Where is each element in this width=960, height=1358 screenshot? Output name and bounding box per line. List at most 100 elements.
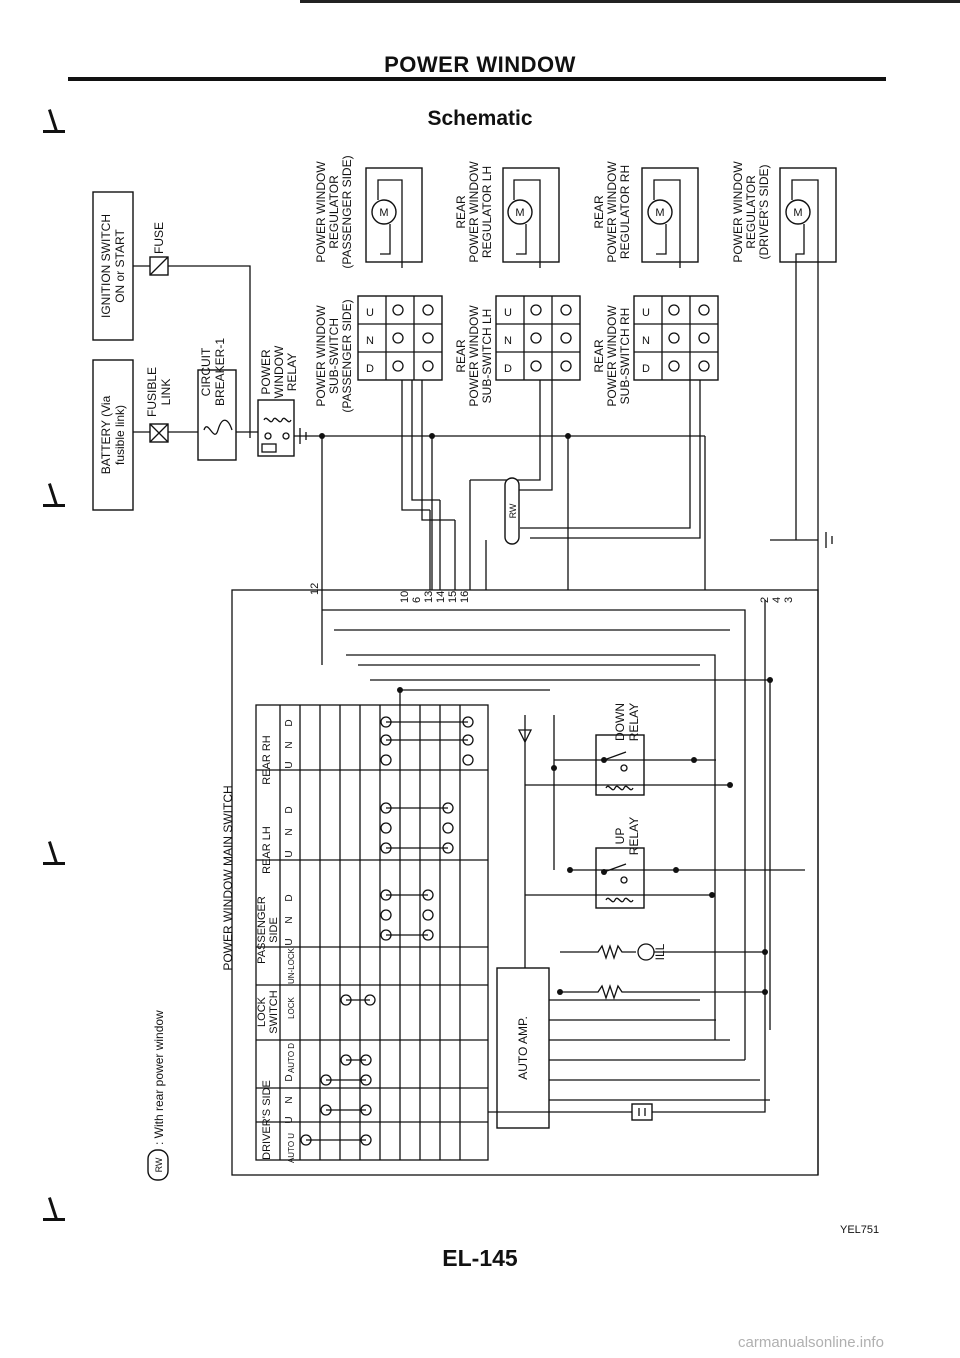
svg-text:REAR: REAR (454, 339, 468, 373)
svg-text:14: 14 (435, 591, 447, 603)
svg-text:REAR: REAR (454, 195, 468, 229)
circuit-breaker-icon (203, 419, 233, 435)
figure-code: YEL751 (840, 1224, 880, 1236)
power-window-relay-label2: WINDOW (272, 345, 286, 398)
page-number: EL-145 (442, 1245, 518, 1271)
svg-text:UN-LOCK: UN-LOCK (287, 947, 296, 984)
svg-text:N: N (284, 828, 295, 835)
svg-text:REAR LH: REAR LH (261, 826, 273, 874)
svg-text:POWER WINDOW: POWER WINDOW (467, 305, 481, 407)
svg-text:D: D (284, 894, 295, 901)
ground-connector-icon (631, 1103, 653, 1121)
svg-text:SUB-SWITCH RH: SUB-SWITCH RH (618, 308, 632, 405)
svg-text:N: N (642, 335, 650, 347)
fusible-link-label: FUSIBLE (145, 367, 159, 417)
regulator-passenger: POWER WINDOW REGULATOR (PASSENGER SIDE) … (314, 155, 423, 269)
svg-text:LOCK: LOCK (287, 996, 296, 1018)
down-relay-label: DOWN (613, 703, 627, 741)
svg-text:U: U (284, 850, 295, 857)
sub-switch-passenger: POWER WINDOW SUB-SWITCH (PASSENGER SIDE)… (314, 295, 443, 413)
svg-text:N: N (284, 1096, 295, 1103)
svg-text:(PASSENGER SIDE): (PASSENGER SIDE) (340, 155, 354, 268)
svg-text:6: 6 (411, 597, 423, 603)
svg-text:D: D (284, 719, 295, 726)
svg-text:M: M (515, 207, 524, 219)
motor-icon (647, 199, 673, 225)
svg-text:SIDE: SIDE (268, 917, 280, 943)
ignition-switch-box: IGNITION SWITCH ON or START (92, 191, 134, 341)
svg-text:REGULATOR: REGULATOR (327, 175, 341, 249)
svg-text:U: U (504, 307, 512, 319)
legend-badge: RW (154, 1157, 164, 1172)
top-rule (300, 0, 960, 3)
battery-label: BATTERY (Via (99, 395, 113, 474)
svg-text:(PASSENGER SIDE): (PASSENGER SIDE) (340, 299, 354, 412)
ignition-switch-label: IGNITION SWITCH (99, 214, 113, 318)
battery-box: BATTERY (Via fusible link) (92, 359, 134, 511)
svg-text:SWITCH: SWITCH (268, 990, 280, 1033)
svg-text:U: U (284, 938, 295, 945)
footer-watermark: carmanualsonline.info (738, 1334, 884, 1351)
main-switch-label: POWER WINDOW MAIN SWITCH (221, 785, 235, 970)
fuse-label: FUSE (152, 222, 166, 254)
binder-corner-mark (40, 110, 66, 136)
svg-text:REGULATOR RH: REGULATOR RH (618, 165, 632, 259)
svg-text:2: 2 (759, 597, 771, 603)
regulator-rear-rh: REAR POWER WINDOW REGULATOR RH M (592, 161, 699, 268)
page-title: POWER WINDOW (384, 52, 576, 77)
binder-corner-mark (40, 484, 66, 510)
svg-text:N: N (284, 741, 295, 748)
regulator-driver: POWER WINDOW REGULATOR (DRIVER'S SIDE) M (731, 161, 837, 1175)
svg-text:AUTO U: AUTO U (287, 1133, 296, 1163)
svg-text:M: M (379, 207, 388, 219)
rw-connector (504, 477, 520, 545)
svg-text:POWER WINDOW: POWER WINDOW (314, 305, 328, 407)
svg-text:10: 10 (399, 591, 411, 603)
svg-text:D: D (504, 363, 512, 375)
up-relay-label: UP (613, 828, 627, 845)
motor-icon (371, 199, 397, 225)
svg-text:POWER WINDOW: POWER WINDOW (467, 161, 481, 263)
header-rule (68, 77, 886, 81)
circuit-breaker-label: CIRCUIT (199, 347, 213, 396)
svg-text:SUB-SWITCH: SUB-SWITCH (327, 318, 341, 394)
svg-text:POWER WINDOW: POWER WINDOW (314, 161, 328, 263)
motor-icon (507, 199, 533, 225)
svg-text:15: 15 (447, 591, 459, 603)
regulator-rear-lh: REAR POWER WINDOW REGULATOR LH M (454, 161, 560, 268)
svg-text:REGULATOR: REGULATOR (744, 175, 758, 249)
svg-text:U: U (284, 1116, 295, 1123)
power-window-relay-label3: RELAY (285, 353, 299, 391)
svg-text:LOCK: LOCK (256, 996, 268, 1027)
legend: RW : With rear power window (147, 1010, 169, 1181)
main-switch-outline (231, 589, 819, 1176)
sub-switch-rear-lh: REAR POWER WINDOW SUB-SWITCH LH U N D (454, 295, 581, 407)
svg-text:REAR: REAR (592, 195, 606, 229)
binder-corner-mark (40, 1198, 66, 1224)
auto-amp-label: AUTO AMP. (516, 1016, 530, 1080)
svg-text:POWER WINDOW: POWER WINDOW (731, 161, 745, 263)
motor-icon (785, 199, 811, 225)
svg-text:13: 13 (423, 591, 435, 603)
main-switch-table: REAR RH REAR LH PASSENGER SIDE LOCK SWIT… (255, 704, 489, 1163)
svg-text:REAR: REAR (592, 339, 606, 373)
binder-corner-mark (40, 842, 66, 868)
ill-lamp-icon (637, 943, 655, 961)
circuit-breaker-box (197, 369, 237, 461)
auto-amp-box (496, 967, 550, 1129)
relay-coil-icon (263, 417, 292, 423)
page-subtitle: Schematic (427, 107, 533, 130)
svg-text:M: M (655, 207, 664, 219)
svg-text:RW: RW (508, 503, 518, 518)
sub-switch-rear-rh: REAR POWER WINDOW SUB-SWITCH RH U N D (592, 295, 719, 407)
svg-text:D: D (366, 363, 374, 375)
svg-text:D: D (284, 806, 295, 813)
svg-text:N: N (366, 335, 374, 347)
svg-text:U: U (284, 761, 295, 768)
svg-text:POWER WINDOW: POWER WINDOW (605, 161, 619, 263)
terminal-12: 12 (309, 583, 321, 595)
svg-text:N: N (504, 335, 512, 347)
legend-text: : With rear power window (152, 1010, 166, 1145)
